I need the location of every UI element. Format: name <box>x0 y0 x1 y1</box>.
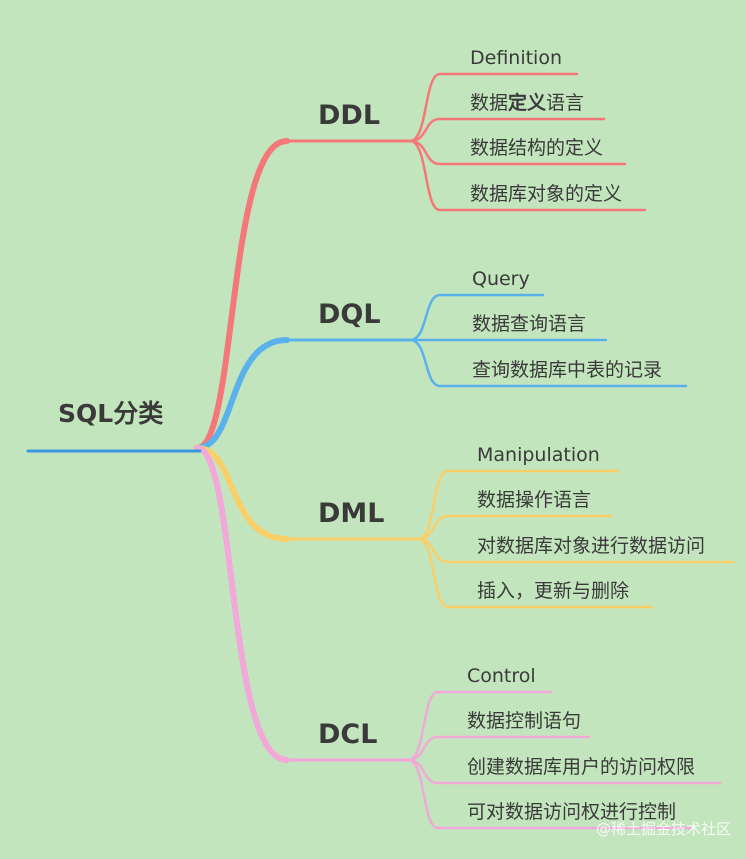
branch-curve-dcl <box>194 445 290 763</box>
leaf-connector-dml-1 <box>416 514 614 541</box>
leaf-label-dql-1: 数据查询语言 <box>472 313 586 335</box>
branch-label-dml: DML <box>318 498 385 529</box>
leaf-connector-dcl-3 <box>406 758 692 830</box>
branch-dcl: DCL <box>318 719 377 750</box>
leaf-label-ddl-2: 数据结构的定义 <box>470 137 603 159</box>
branch-label-ddl: DDL <box>318 100 380 131</box>
leaf-connectors <box>406 72 735 830</box>
root-topic-label: SQL分类 <box>58 399 164 428</box>
branch-curve-ddl <box>194 138 290 451</box>
leaf-connector-dql-0 <box>408 293 545 342</box>
branch-ddl: DDL <box>318 100 380 131</box>
leaf-connector-dml-0 <box>416 469 620 541</box>
leaf-label-dml-3: 插入，更新与删除 <box>477 580 629 602</box>
leaf-connector-ddl-0 <box>408 72 579 143</box>
branch-dql: DQL <box>318 299 381 330</box>
leaf-connector-ddl-3 <box>408 139 647 212</box>
branch-curve-dml <box>194 445 290 542</box>
leaf-label-dcl-1: 数据控制语句 <box>467 710 581 732</box>
leaf-connector-dml-3 <box>416 537 654 609</box>
branch-label-dcl: DCL <box>318 719 377 750</box>
leaf-label-dql-0: Query <box>472 268 530 290</box>
leaf-label-dcl-2: 创建数据库用户的访问权限 <box>467 756 695 778</box>
branch-dml: DML <box>318 498 385 529</box>
leaf-connector-dcl-1 <box>406 735 591 762</box>
leaf-label-dcl-0: Control <box>467 665 536 687</box>
leaf-label-ddl-3: 数据库对象的定义 <box>470 183 622 205</box>
branch-curve-dql <box>194 337 290 451</box>
leaf-label-ddl-1: 数据定义语言 <box>470 91 584 114</box>
branch-label-dql: DQL <box>318 299 381 330</box>
leaf-label-dml-2: 对数据库对象进行数据访问 <box>477 535 705 557</box>
watermark-text: @稀土掘金技术社区 <box>596 820 731 838</box>
leaf-label-dql-2: 查询数据库中表的记录 <box>472 359 662 381</box>
branch-connectors <box>194 138 420 763</box>
leaf-label-ddl-0: Definition <box>470 47 562 69</box>
leaf-label-dcl-3: 可对数据访问权进行控制 <box>467 801 676 823</box>
leaf-label-dml-0: Manipulation <box>477 444 600 466</box>
leaf-label-dml-1: 数据操作语言 <box>477 489 591 511</box>
leaf-connector-dcl-0 <box>406 690 553 762</box>
leaf-connector-dql-2 <box>408 338 688 388</box>
leaf-connector-ddl-1 <box>408 117 606 143</box>
